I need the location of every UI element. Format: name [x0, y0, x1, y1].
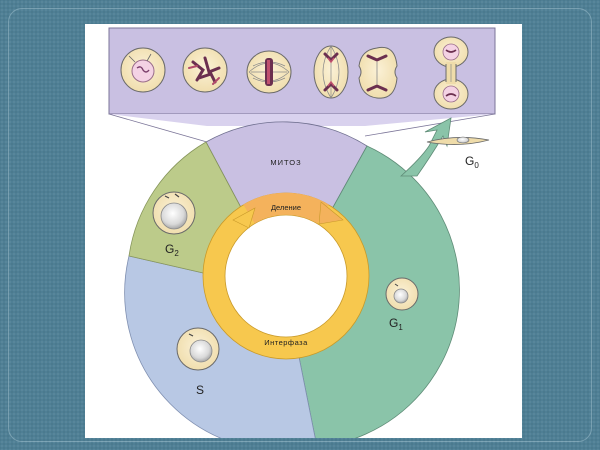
prophase-cell	[120, 47, 166, 93]
g2-label: G2	[165, 242, 179, 258]
division-label: Деление	[271, 203, 301, 212]
slide: МИТОЗ Деление Интерфаза G2 S G1 G0	[85, 24, 522, 438]
division-arc	[243, 192, 329, 224]
telophase-cell	[358, 46, 398, 99]
slide-frame	[8, 8, 592, 442]
mitosis-phases-strip	[108, 27, 496, 115]
funnel-edge-left	[108, 113, 208, 143]
s-label: S	[196, 383, 204, 397]
funnel-edge-right	[364, 113, 496, 137]
g0-exit-arrow	[399, 117, 452, 177]
g0-label: G0	[465, 154, 479, 170]
g0-cell	[426, 136, 490, 145]
mitosis-funnel	[109, 114, 495, 126]
g1-label: G1	[389, 316, 403, 332]
ring-arrow-left	[232, 207, 256, 229]
prometaphase-cell	[182, 47, 228, 93]
cytokinesis-cell	[433, 36, 469, 110]
ring-inner-circle	[224, 214, 348, 338]
g2-cell	[152, 191, 196, 235]
mitosis-label: МИТОЗ	[270, 158, 301, 167]
ring-arrow-right	[318, 201, 344, 225]
interphase-label: Интерфаза	[264, 338, 308, 347]
cell-cycle-diagram: МИТОЗ Деление Интерфаза G2 S G1 G0	[108, 27, 496, 438]
metaphase-cell	[246, 50, 292, 94]
s-cell	[176, 327, 220, 371]
g1-cell	[385, 277, 419, 311]
anaphase-cell	[313, 45, 349, 99]
